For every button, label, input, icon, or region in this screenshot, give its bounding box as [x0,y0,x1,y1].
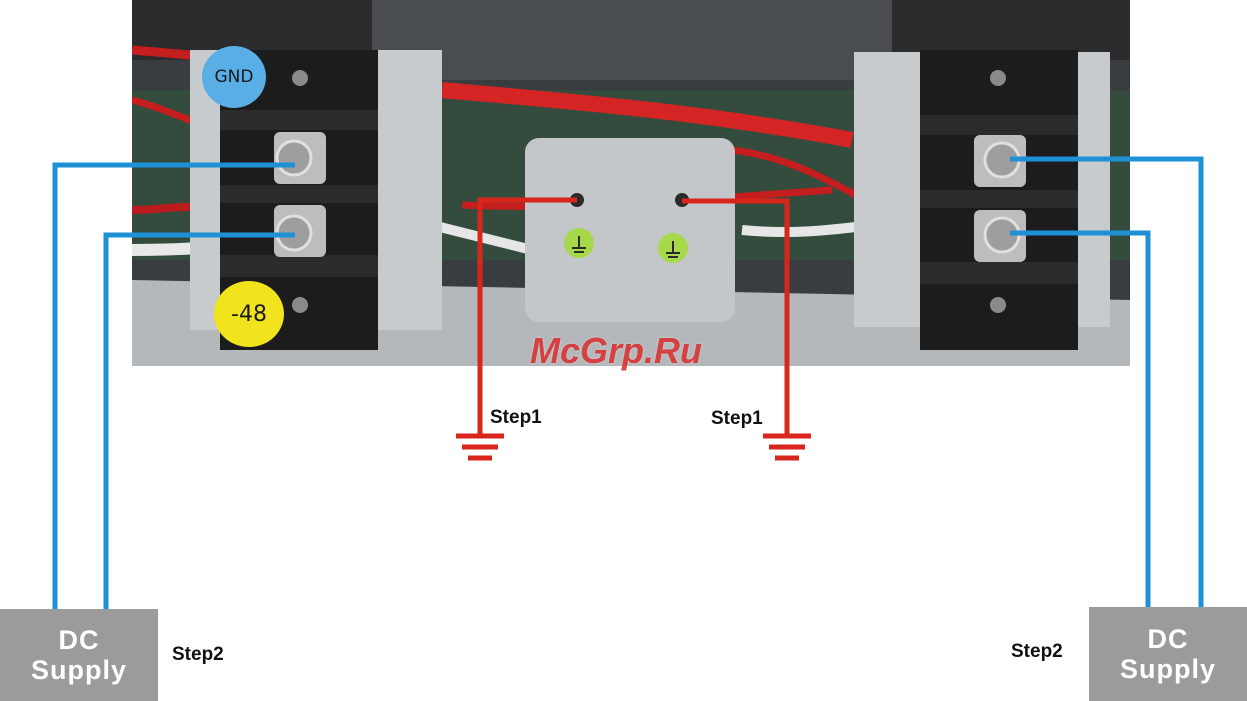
supply-wire-right-inner [1010,233,1148,607]
step2-right-label: Step2 [1011,641,1063,663]
ground-wire-left [480,200,577,434]
step2-left-label: Step2 [172,644,224,666]
dc-supply-right: DC Supply [1089,607,1247,701]
step1-left-label: Step1 [490,407,542,429]
ground-symbol-left [456,436,504,458]
ground-wire-right [682,201,787,434]
supply-wire-left-outer [55,165,295,609]
step1-right-label: Step1 [711,408,763,430]
watermark: McGrp.Ru [530,330,702,372]
supply-wire-left-inner [106,235,295,609]
ground-symbol-right [763,436,811,458]
dc-supply-right-line2: Supply [1120,654,1216,684]
dc-supply-right-line1: DC [1148,624,1189,654]
dc-supply-left-line2: Supply [31,655,127,685]
dc-supply-left-line1: DC [59,625,100,655]
dc-supply-left: DC Supply [0,609,158,701]
supply-wire-right-outer [1010,159,1201,607]
